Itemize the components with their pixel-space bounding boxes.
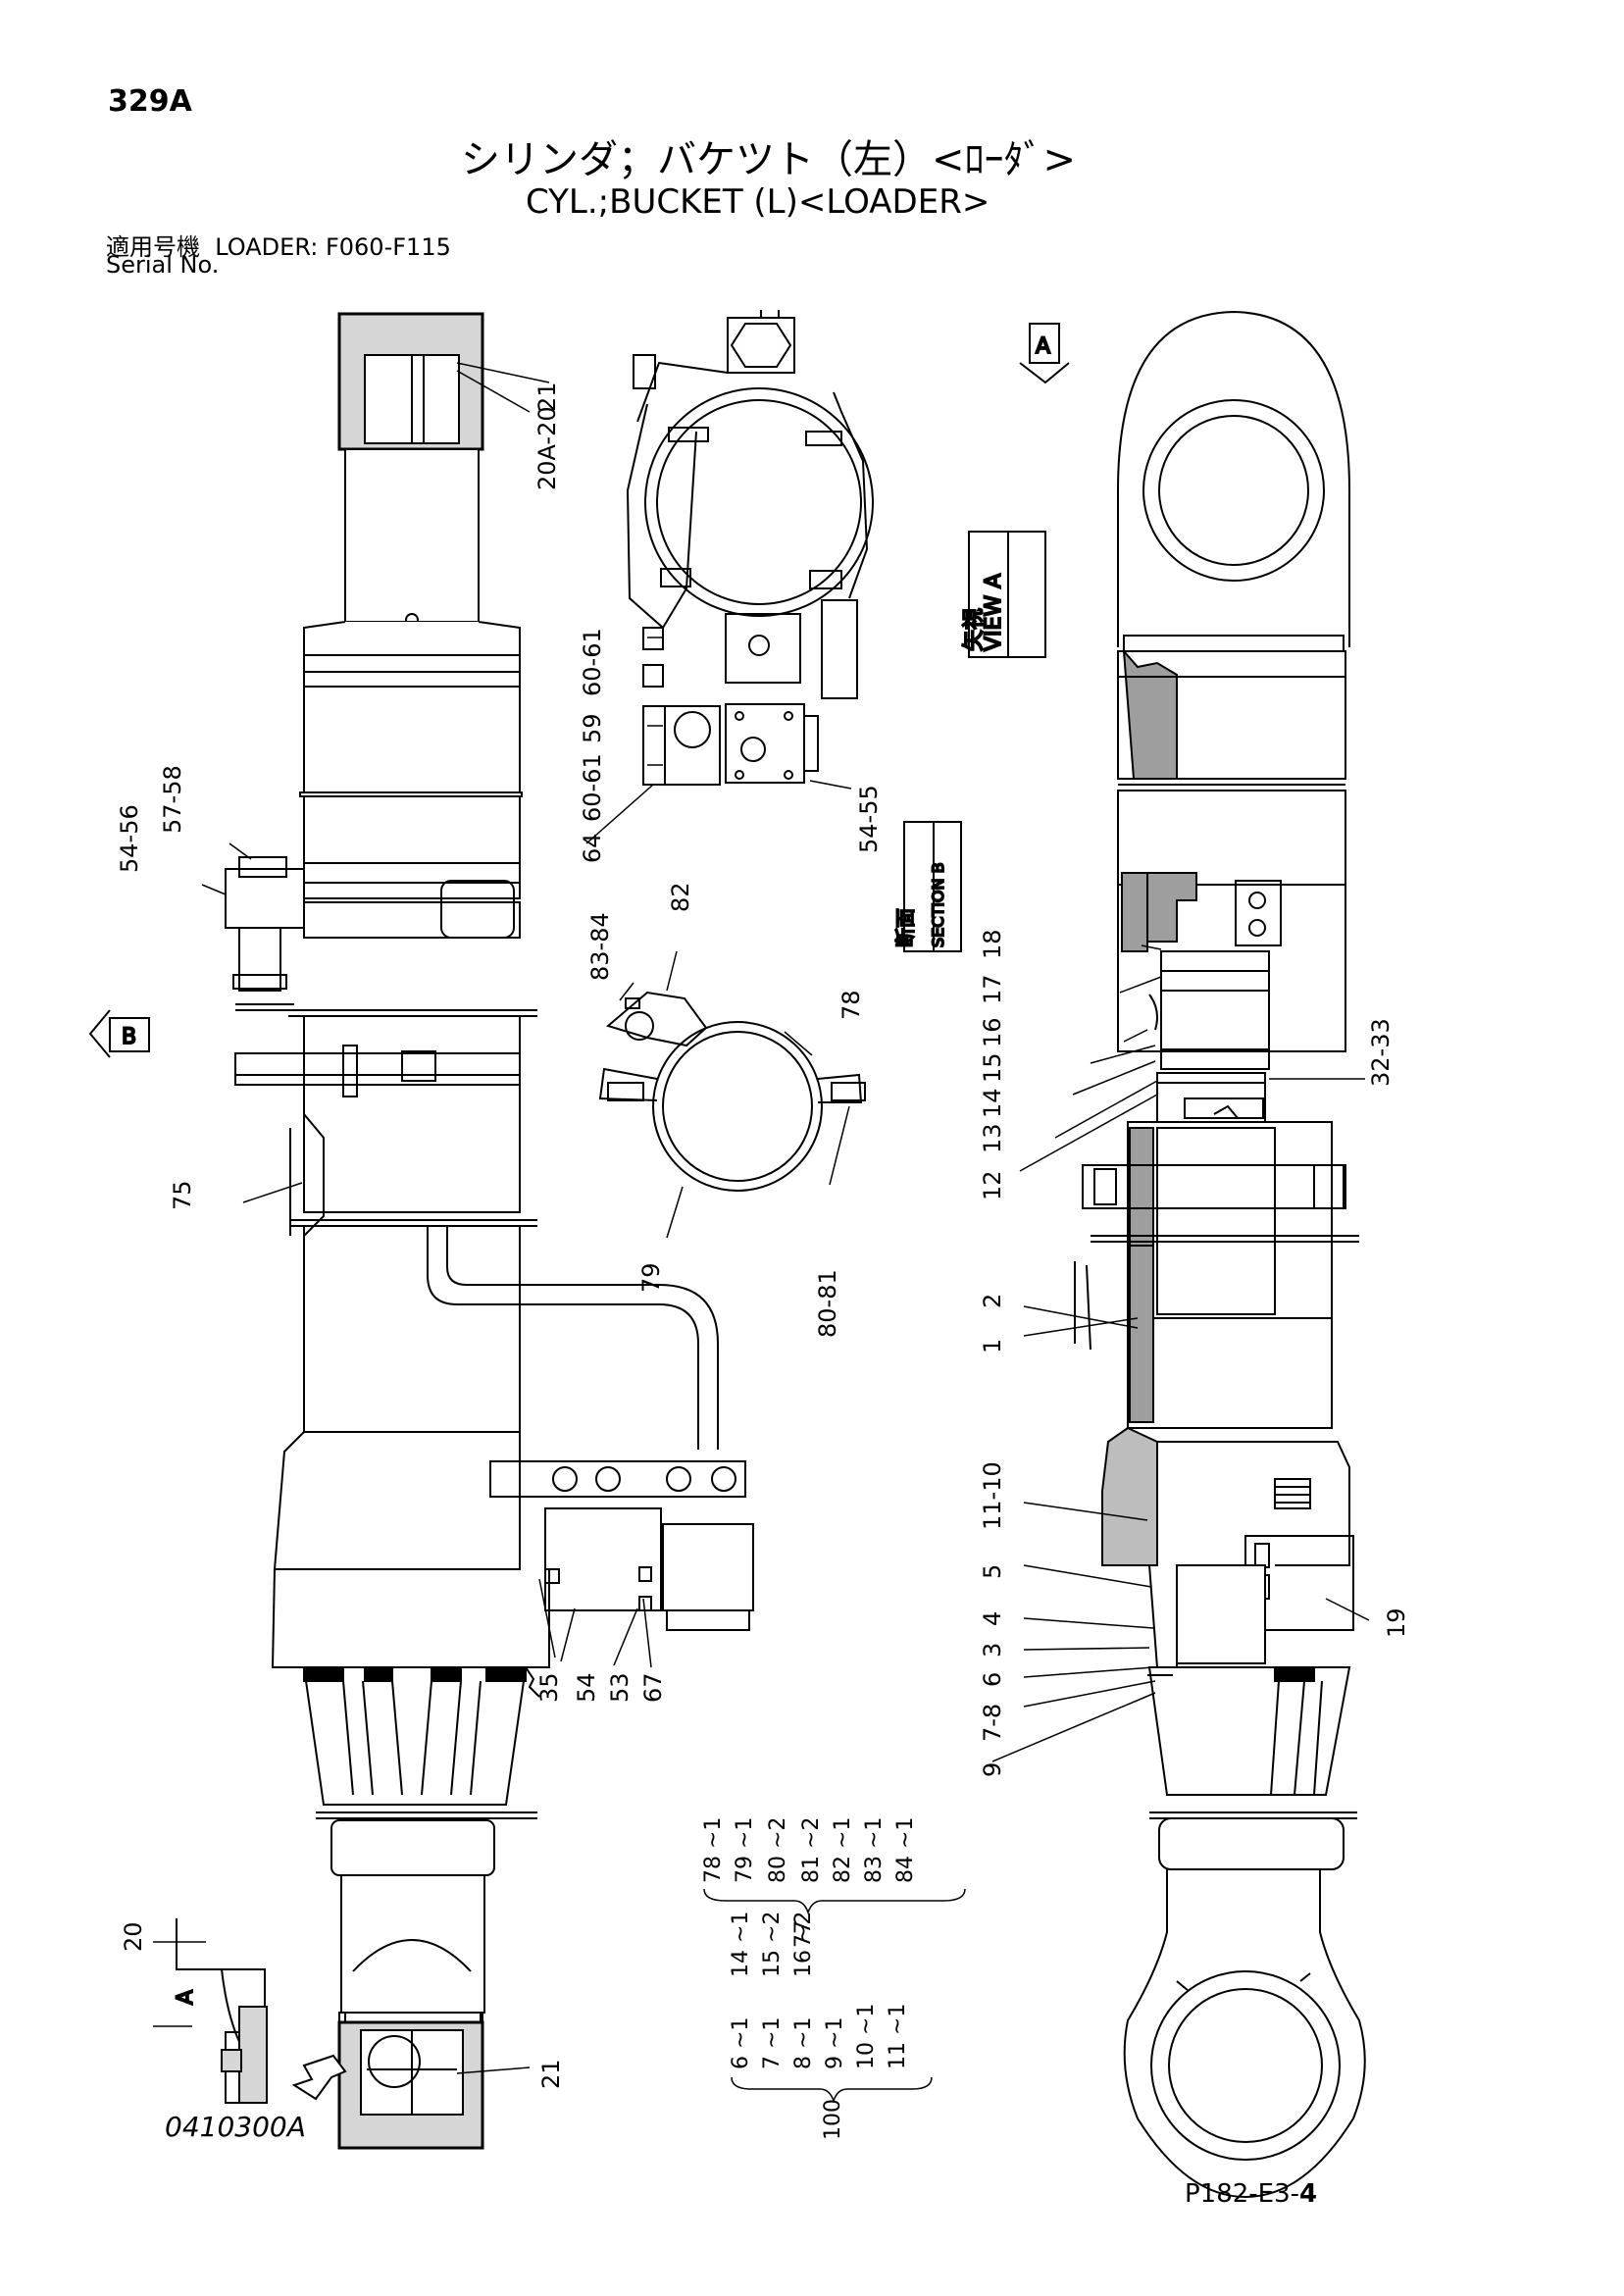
kit-100-list: 6 ~1 7 ~1 8 ~1 9 ~1 10 ~1 11 ~1 14 ~1 15… [729,1912,910,2140]
callout: 3 [979,1643,1006,1658]
kit-item: 82 ~1 [831,1817,855,1883]
kit-77-brace [703,1888,966,1915]
detail-a-inset [153,1918,268,2104]
title-japanese: シリンダ；バケツト（左）<ﾛｰﾀﾞ> [461,137,1077,182]
arrow-b-label: B [122,1025,136,1049]
kit-item: 15 ~2 [760,1912,785,1977]
callout: 59 [579,713,606,743]
kit-item: 80 ~2 [766,1817,790,1883]
kit-100-brace [731,2076,933,2104]
view-markers: A B 矢視 VIEW A 断面 SECTION B A [88,323,1070,2006]
callout: 54 [573,1672,600,1703]
callout-numbers: 21 20A-20 60-61 59 60-61 64 54-55 54-56 … [116,382,1410,2089]
kit-item: 81 ~2 [799,1817,824,1883]
kit-number: 77 [791,1920,816,1948]
clamp-detail [598,991,866,1192]
serial-label-en: Serial No. [106,251,220,279]
callout: 79 [637,1262,665,1293]
callout: 19 [1383,1607,1410,1638]
callout: 54-56 [116,804,143,873]
page-code: 329A [108,84,192,119]
callout: 35 [535,1672,563,1703]
kit-item: 11 ~1 [886,2004,910,2069]
detail-a-label: A [174,1990,198,2005]
callout: 18 [979,929,1006,959]
callout: 5 [979,1564,1006,1579]
callout: 21 [537,2059,565,2089]
callout: 80-81 [814,1269,841,1338]
document-code: 0410300A [165,2111,306,2143]
kit-item: 6 ~1 [729,2017,753,2069]
callout: 67 [639,1672,667,1703]
view-a-jp: 矢視 [962,608,987,651]
kit-77-list: 78 ~1 79 ~1 80 ~2 81 ~2 82 ~1 83 ~1 84 ~… [701,1817,918,1948]
kit-item: 83 ~1 [862,1817,887,1883]
right-cylinder-section [1074,310,1366,2199]
title-english: CYL.;BUCKET (L)<LOADER> [526,182,990,222]
serial-value: LOADER: F060-F115 [215,233,451,261]
serial-applicability: 適用号機 LOADER: F060-F115 [106,228,451,262]
callout: 32-33 [1367,1018,1395,1087]
callout: 6 [979,1672,1006,1687]
callout: 78 [837,990,865,1020]
callout: 4 [979,1611,1006,1626]
callout: 20A-20 [533,406,561,490]
callout: 17 [979,974,1006,1004]
serial-label-jp: 適用号機 [106,233,200,261]
figure-code-suffix: 4 [1299,2179,1318,2209]
callout: 14 [979,1088,1006,1118]
leader-lines [201,362,1370,2074]
callout: 9 [979,1762,1006,1777]
kit-item: 8 ~1 [791,2017,816,2069]
kit-item: 7 ~1 [760,2017,785,2069]
callout: 53 [606,1672,634,1703]
kit-item: 10 ~1 [854,2004,879,2069]
callout: 57-58 [159,765,186,834]
figure-code: P182-E3-4 [1185,2179,1317,2209]
figure-code-prefix: P182-E3- [1185,2179,1300,2209]
kit-number: 100 [821,2099,845,2140]
callout: 12 [979,1170,1006,1200]
callout: 75 [169,1180,196,1210]
callout: 60-61 [579,753,606,822]
callout: 15 [979,1052,1006,1083]
view-a-en: VIEW A [982,574,1006,651]
arrow-a-label: A [1036,334,1050,359]
callout: 82 [667,882,694,912]
kit-item: 79 ~1 [733,1817,757,1883]
callout: 13 [979,1123,1006,1153]
kit-item: 84 ~1 [893,1817,918,1883]
kit-item: 78 ~1 [701,1817,726,1883]
callout: 7-8 [979,1704,1006,1742]
callout: 11-10 [979,1461,1006,1530]
kit-item: 9 ~1 [823,2017,847,2069]
kit-item: 16 ~2 [791,1912,816,1977]
callout: 60-61 [579,628,606,696]
callout: 83-84 [586,912,614,981]
section-b-en: SECTION B [929,862,947,947]
kit-item: 14 ~1 [729,1912,753,1977]
callout: 21 [533,382,561,412]
callout: 20 [120,1921,147,1952]
left-cylinder-exterior [225,312,754,2150]
callout: 2 [979,1294,1006,1308]
section-b-jp: 断面 [893,908,917,947]
callout: 54-55 [855,785,883,853]
callout: 64 [579,833,606,863]
callout: 16 [979,1017,1006,1047]
callout: 1 [979,1339,1006,1353]
top-center-bracket-view [626,310,874,786]
